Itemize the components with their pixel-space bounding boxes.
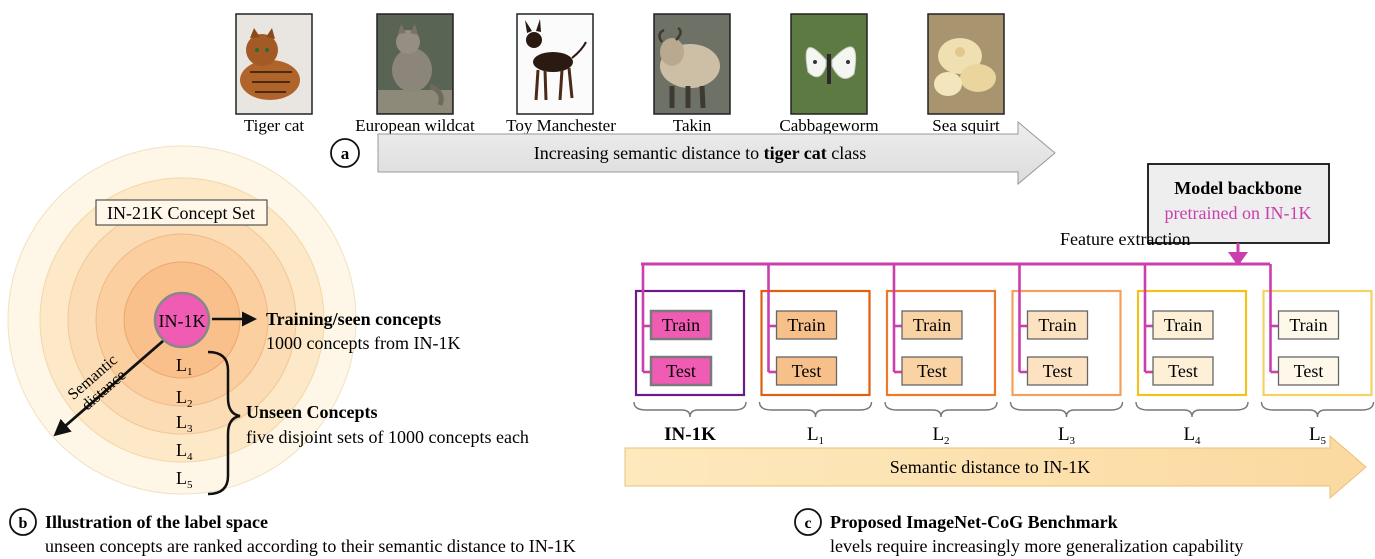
arrow-a-text: Increasing semantic distance to tiger ca… (534, 143, 867, 163)
group-label: L2 (932, 424, 949, 447)
panel-b: IN-1K IN-21K Concept Set L1 L2 L3 L4 L5 … (7, 145, 576, 556)
group-label: L5 (1309, 424, 1327, 447)
panel-a: Tiger cat European wildcat Toy Mancheste… (235, 13, 1056, 186)
test-label: Test (1168, 361, 1198, 381)
train-box (775, 310, 838, 340)
group-brace (758, 401, 873, 418)
group-label: L1 (807, 424, 824, 447)
animal-label-toy-manchester: Toy Manchester (506, 116, 616, 135)
test-box (1026, 356, 1089, 386)
concept-set-label: IN-21K Concept Set (107, 203, 255, 223)
test-label: Test (917, 361, 947, 381)
caption-c-title: Proposed ImageNet-CoG Benchmark (830, 512, 1118, 532)
test-box (1277, 356, 1340, 386)
semantic-distance-arrow-a (377, 120, 1056, 186)
badge-c-label: c (804, 515, 811, 532)
animal-label-cabbageworm: Cabbageworm (779, 116, 878, 135)
train-box (649, 309, 713, 341)
badge-a-label: a (341, 144, 350, 163)
arrow-c-label: Semantic distance to IN-1K (890, 457, 1090, 477)
caption-c-sub: levels require increasingly more general… (830, 536, 1243, 556)
train-label: Train (662, 315, 700, 335)
unseen-brace (207, 350, 241, 496)
group-brace (1135, 401, 1249, 418)
test-label: Test (792, 361, 822, 381)
feature-extraction-label: Feature extraction (1060, 229, 1190, 249)
test-label: Test (1043, 361, 1073, 381)
benchmark-groups: TrainTestIN-1KTrainTestL1TrainTestL2Trai… (633, 264, 1375, 447)
seen-concepts-sub: 1000 concepts from IN-1K (266, 333, 460, 353)
group-label: IN-1K (664, 424, 716, 445)
group-label: L3 (1058, 424, 1076, 447)
european-wildcat-photo (376, 13, 454, 115)
caption-b-title: Illustration of the label space (45, 512, 268, 532)
backbone-sub: pretrained on IN-1K (1165, 203, 1312, 223)
toy-manchester-photo (516, 13, 594, 115)
semantic-distance-arrow-b (53, 339, 164, 437)
group-brace (1009, 401, 1124, 418)
unseen-concepts-title: Unseen Concepts (246, 402, 378, 422)
train-label: Train (1038, 315, 1076, 335)
test-box (649, 355, 713, 387)
group-brace (884, 401, 998, 418)
takin-photo (653, 13, 731, 115)
tiger-cat-photo (235, 13, 313, 115)
in1k-center (153, 291, 211, 349)
badge-a (330, 138, 360, 168)
panel-c: Model backbone pretrained on IN-1K Featu… (624, 163, 1375, 556)
group-brace (1260, 401, 1375, 418)
train-label: Train (913, 315, 951, 335)
unseen-concepts-sub: five disjoint sets of 1000 concepts each (246, 427, 529, 447)
backbone-title: Model backbone (1174, 178, 1302, 198)
badge-b-label: b (19, 515, 28, 532)
train-label: Train (787, 315, 825, 335)
cabbageworm-photo (790, 13, 868, 115)
animal-label-tiger-cat: Tiger cat (244, 116, 305, 135)
animal-label-sea-squirt: Sea squirt (932, 116, 1000, 135)
train-label: Train (1164, 315, 1202, 335)
badge-b (9, 508, 37, 536)
animal-label-european-wildcat: European wildcat (355, 116, 475, 135)
in1k-center-label: IN-1K (159, 311, 206, 331)
test-label: Test (666, 361, 696, 381)
concept-set-box (95, 199, 268, 226)
test-label: Test (1294, 361, 1324, 381)
sea-squirt-photo (927, 13, 1005, 115)
train-box (1152, 310, 1214, 340)
caption-b-sub: unseen concepts are ranked according to … (45, 536, 576, 556)
group-label: L4 (1183, 424, 1201, 447)
test-box (1152, 356, 1214, 386)
semantic-distance-arrow-c (624, 434, 1367, 500)
seen-concepts-title: Training/seen concepts (266, 309, 441, 329)
group-brace (633, 401, 747, 418)
train-box (901, 310, 963, 340)
animal-label-takin: Takin (673, 116, 712, 135)
test-box (775, 356, 838, 386)
train-box (1026, 310, 1089, 340)
train-label: Train (1289, 315, 1327, 335)
feature-arrow-head (1228, 252, 1248, 266)
test-box (901, 356, 963, 386)
badge-c (794, 508, 822, 536)
train-box (1277, 310, 1340, 340)
model-backbone-box (1147, 163, 1330, 244)
